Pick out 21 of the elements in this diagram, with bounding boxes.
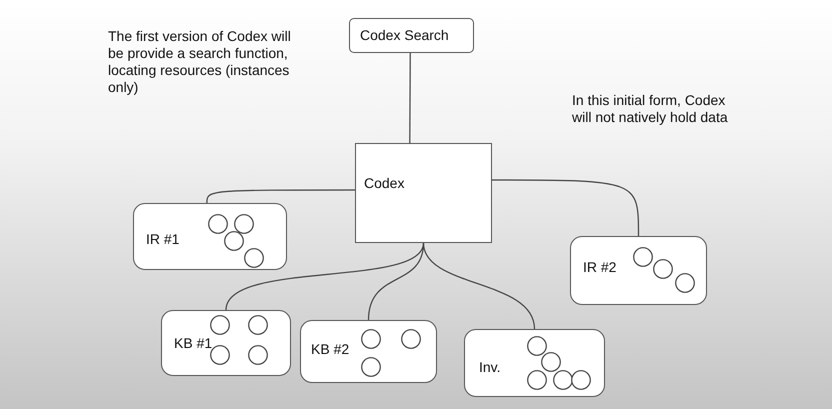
node-label: IR #2 (583, 259, 616, 275)
connector-line (409, 53, 411, 143)
connector-line (225, 242, 424, 310)
resource-box (300, 320, 437, 383)
note-text: In this initial form, Codex will not natively hold data (572, 92, 729, 126)
resource-box (464, 329, 605, 397)
resource-box (349, 18, 474, 53)
node-label: Codex Search (360, 27, 449, 43)
node-label: Codex (364, 175, 404, 191)
system-box (355, 143, 492, 243)
node-label: KB #2 (311, 341, 350, 357)
node-label: Inv. (479, 359, 501, 375)
resource-box (133, 203, 287, 270)
connector-line (206, 189, 355, 204)
note-text: The first version of Codex will be provide a search function, locating resources (instances only) (108, 28, 292, 96)
connector-line (422, 242, 536, 330)
resource-box (161, 310, 291, 376)
node-label: KB #1 (174, 335, 212, 351)
connector-line (492, 179, 640, 236)
node-label: IR #1 (146, 231, 180, 247)
resource-box (570, 236, 707, 305)
